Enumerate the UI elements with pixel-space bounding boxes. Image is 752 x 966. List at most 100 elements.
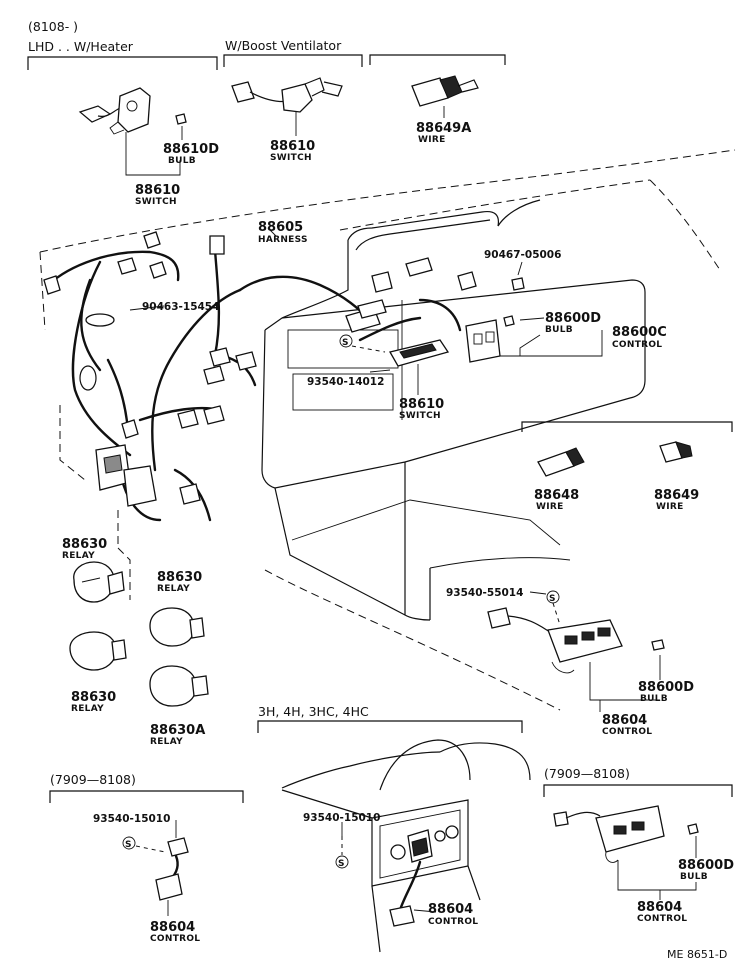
- part-label-88604-center: 88604 CONTROL: [428, 902, 478, 927]
- part-label-88630-c: 88630 RELAY: [71, 690, 116, 714]
- svg-text:S: S: [125, 840, 132, 850]
- fastener-90467-05006: 90467-05006: [484, 249, 561, 261]
- part-name: SWITCH: [399, 411, 441, 421]
- switch-assembly-boost: [231, 77, 343, 136]
- part-number: 88630: [62, 537, 107, 552]
- group-bracket: [257, 720, 523, 733]
- console-switch-88610: [389, 339, 450, 395]
- part-number: 88610D: [163, 142, 219, 157]
- part-label-88600D-mid: 88600D BULB: [638, 680, 694, 704]
- part-label-88648: 88648 WIRE: [534, 488, 579, 512]
- part-number: 88630: [157, 570, 202, 585]
- part-name: CONTROL: [428, 917, 478, 927]
- part-name: WIRE: [418, 135, 446, 145]
- screw-symbol-f4: S: [546, 590, 561, 626]
- part-number: 88648: [534, 488, 579, 503]
- part-number: 88610: [399, 397, 444, 412]
- group-bracket: [49, 790, 244, 803]
- group-bracket: [223, 54, 363, 67]
- part-label-88604-main: 88604 CONTROL: [602, 713, 652, 737]
- group-label: (7909—8108): [544, 766, 630, 781]
- group-lhd-heater: (8108- ) LHD . . W/Heater: [27, 19, 218, 70]
- part-number: 88600D: [545, 311, 601, 326]
- part-label-88610-heater: 88610 SWITCH: [135, 183, 180, 207]
- control-88604-right: [553, 805, 699, 900]
- part-name: WIRE: [656, 502, 684, 512]
- group-label: W/Boost Ventilator: [225, 38, 342, 53]
- part-number: 88605: [258, 220, 303, 235]
- part-number: 88649: [654, 488, 699, 503]
- part-label-88630-a: 88630 RELAY: [62, 537, 107, 561]
- part-name: CONTROL: [602, 727, 652, 737]
- part-name: BULB: [680, 872, 708, 882]
- part-number: 88610: [270, 139, 315, 154]
- screw-symbol-f6: S: [335, 836, 349, 869]
- part-label-88610-boost: 88610 SWITCH: [270, 139, 315, 163]
- harness-connectors: [43, 231, 477, 507]
- fastener-93540-15010-center: 93540-15010: [303, 812, 380, 824]
- part-label-88605: 88605 HARNESS: [258, 220, 308, 245]
- group-bracket: [543, 784, 733, 797]
- fastener-93540-14012: 93540-14012: [307, 376, 384, 388]
- wire-connector-88649A: [411, 75, 479, 118]
- part-number: 88630A: [150, 723, 205, 738]
- part-name: CONTROL: [612, 340, 662, 350]
- part-label-88630-b: 88630 RELAY: [157, 570, 202, 594]
- wire-88648: [537, 447, 585, 477]
- part-name: BULB: [545, 325, 573, 335]
- part-name: RELAY: [62, 551, 95, 561]
- group-boost-ventilator: W/Boost Ventilator: [223, 38, 506, 67]
- part-name: HARNESS: [258, 235, 308, 245]
- part-number: 88604: [602, 713, 647, 728]
- instrument-panel: [261, 199, 646, 621]
- relay-88630-b: [149, 607, 205, 647]
- part-label-88600D-bottom: 88600D BULB: [678, 858, 734, 882]
- part-number: 88604: [150, 920, 195, 935]
- group-code: (8108- ): [28, 19, 78, 34]
- switch-assembly-heater: [78, 87, 187, 135]
- part-number: 88604: [428, 902, 473, 917]
- group-bracket: [521, 421, 733, 432]
- part-number: 88600C: [612, 325, 667, 340]
- relay-88630-c: [69, 631, 127, 671]
- part-number: 88649A: [416, 121, 471, 136]
- group-bracket: [27, 56, 218, 70]
- part-label-88649: 88649 WIRE: [654, 488, 699, 512]
- svg-text:S: S: [338, 859, 345, 869]
- group-label: 3H, 4H, 3HC, 4HC: [258, 704, 369, 719]
- control-88604-main: [487, 607, 665, 712]
- group-bracket: [369, 54, 506, 65]
- group-7909-left: (7909—8108): [49, 772, 244, 803]
- part-number: 88630: [71, 690, 116, 705]
- part-number: 88604: [637, 900, 682, 915]
- part-label-88604-left: 88604 CONTROL: [150, 920, 200, 944]
- group-7909-right: (7909—8108): [543, 766, 733, 797]
- group-models: 3H, 4H, 3HC, 4HC: [257, 704, 523, 733]
- screw-symbol-f5: S: [122, 836, 166, 853]
- part-label-88610-console: 88610 SWITCH: [399, 397, 444, 421]
- svg-text:S: S: [549, 594, 556, 604]
- fastener-90463-15454: 90463-15454: [142, 301, 219, 313]
- part-label-88600C: 88600C CONTROL: [612, 325, 667, 350]
- part-number: 88600D: [638, 680, 694, 695]
- wire-88649: [659, 441, 693, 463]
- lower-console: [281, 739, 531, 953]
- part-label-88604-right: 88604 CONTROL: [637, 900, 687, 924]
- part-name: BULB: [168, 156, 196, 166]
- part-name: WIRE: [536, 502, 564, 512]
- dashboard-outline: [39, 149, 736, 711]
- part-label-88630A: 88630A RELAY: [150, 723, 205, 747]
- part-name: CONTROL: [150, 934, 200, 944]
- group-label: LHD . . W/Heater: [28, 39, 134, 54]
- leader-lines: [129, 126, 697, 913]
- part-label-88600D-top: 88600D BULB: [545, 311, 601, 335]
- part-number: 88600D: [678, 858, 734, 873]
- part-name: RELAY: [157, 584, 190, 594]
- diagram-code: ME 8651-D: [667, 948, 727, 961]
- part-name: BULB: [640, 694, 668, 704]
- part-name: RELAY: [150, 737, 183, 747]
- part-name: SWITCH: [135, 197, 177, 207]
- part-name: RELAY: [71, 704, 104, 714]
- part-number: 88610: [135, 183, 180, 198]
